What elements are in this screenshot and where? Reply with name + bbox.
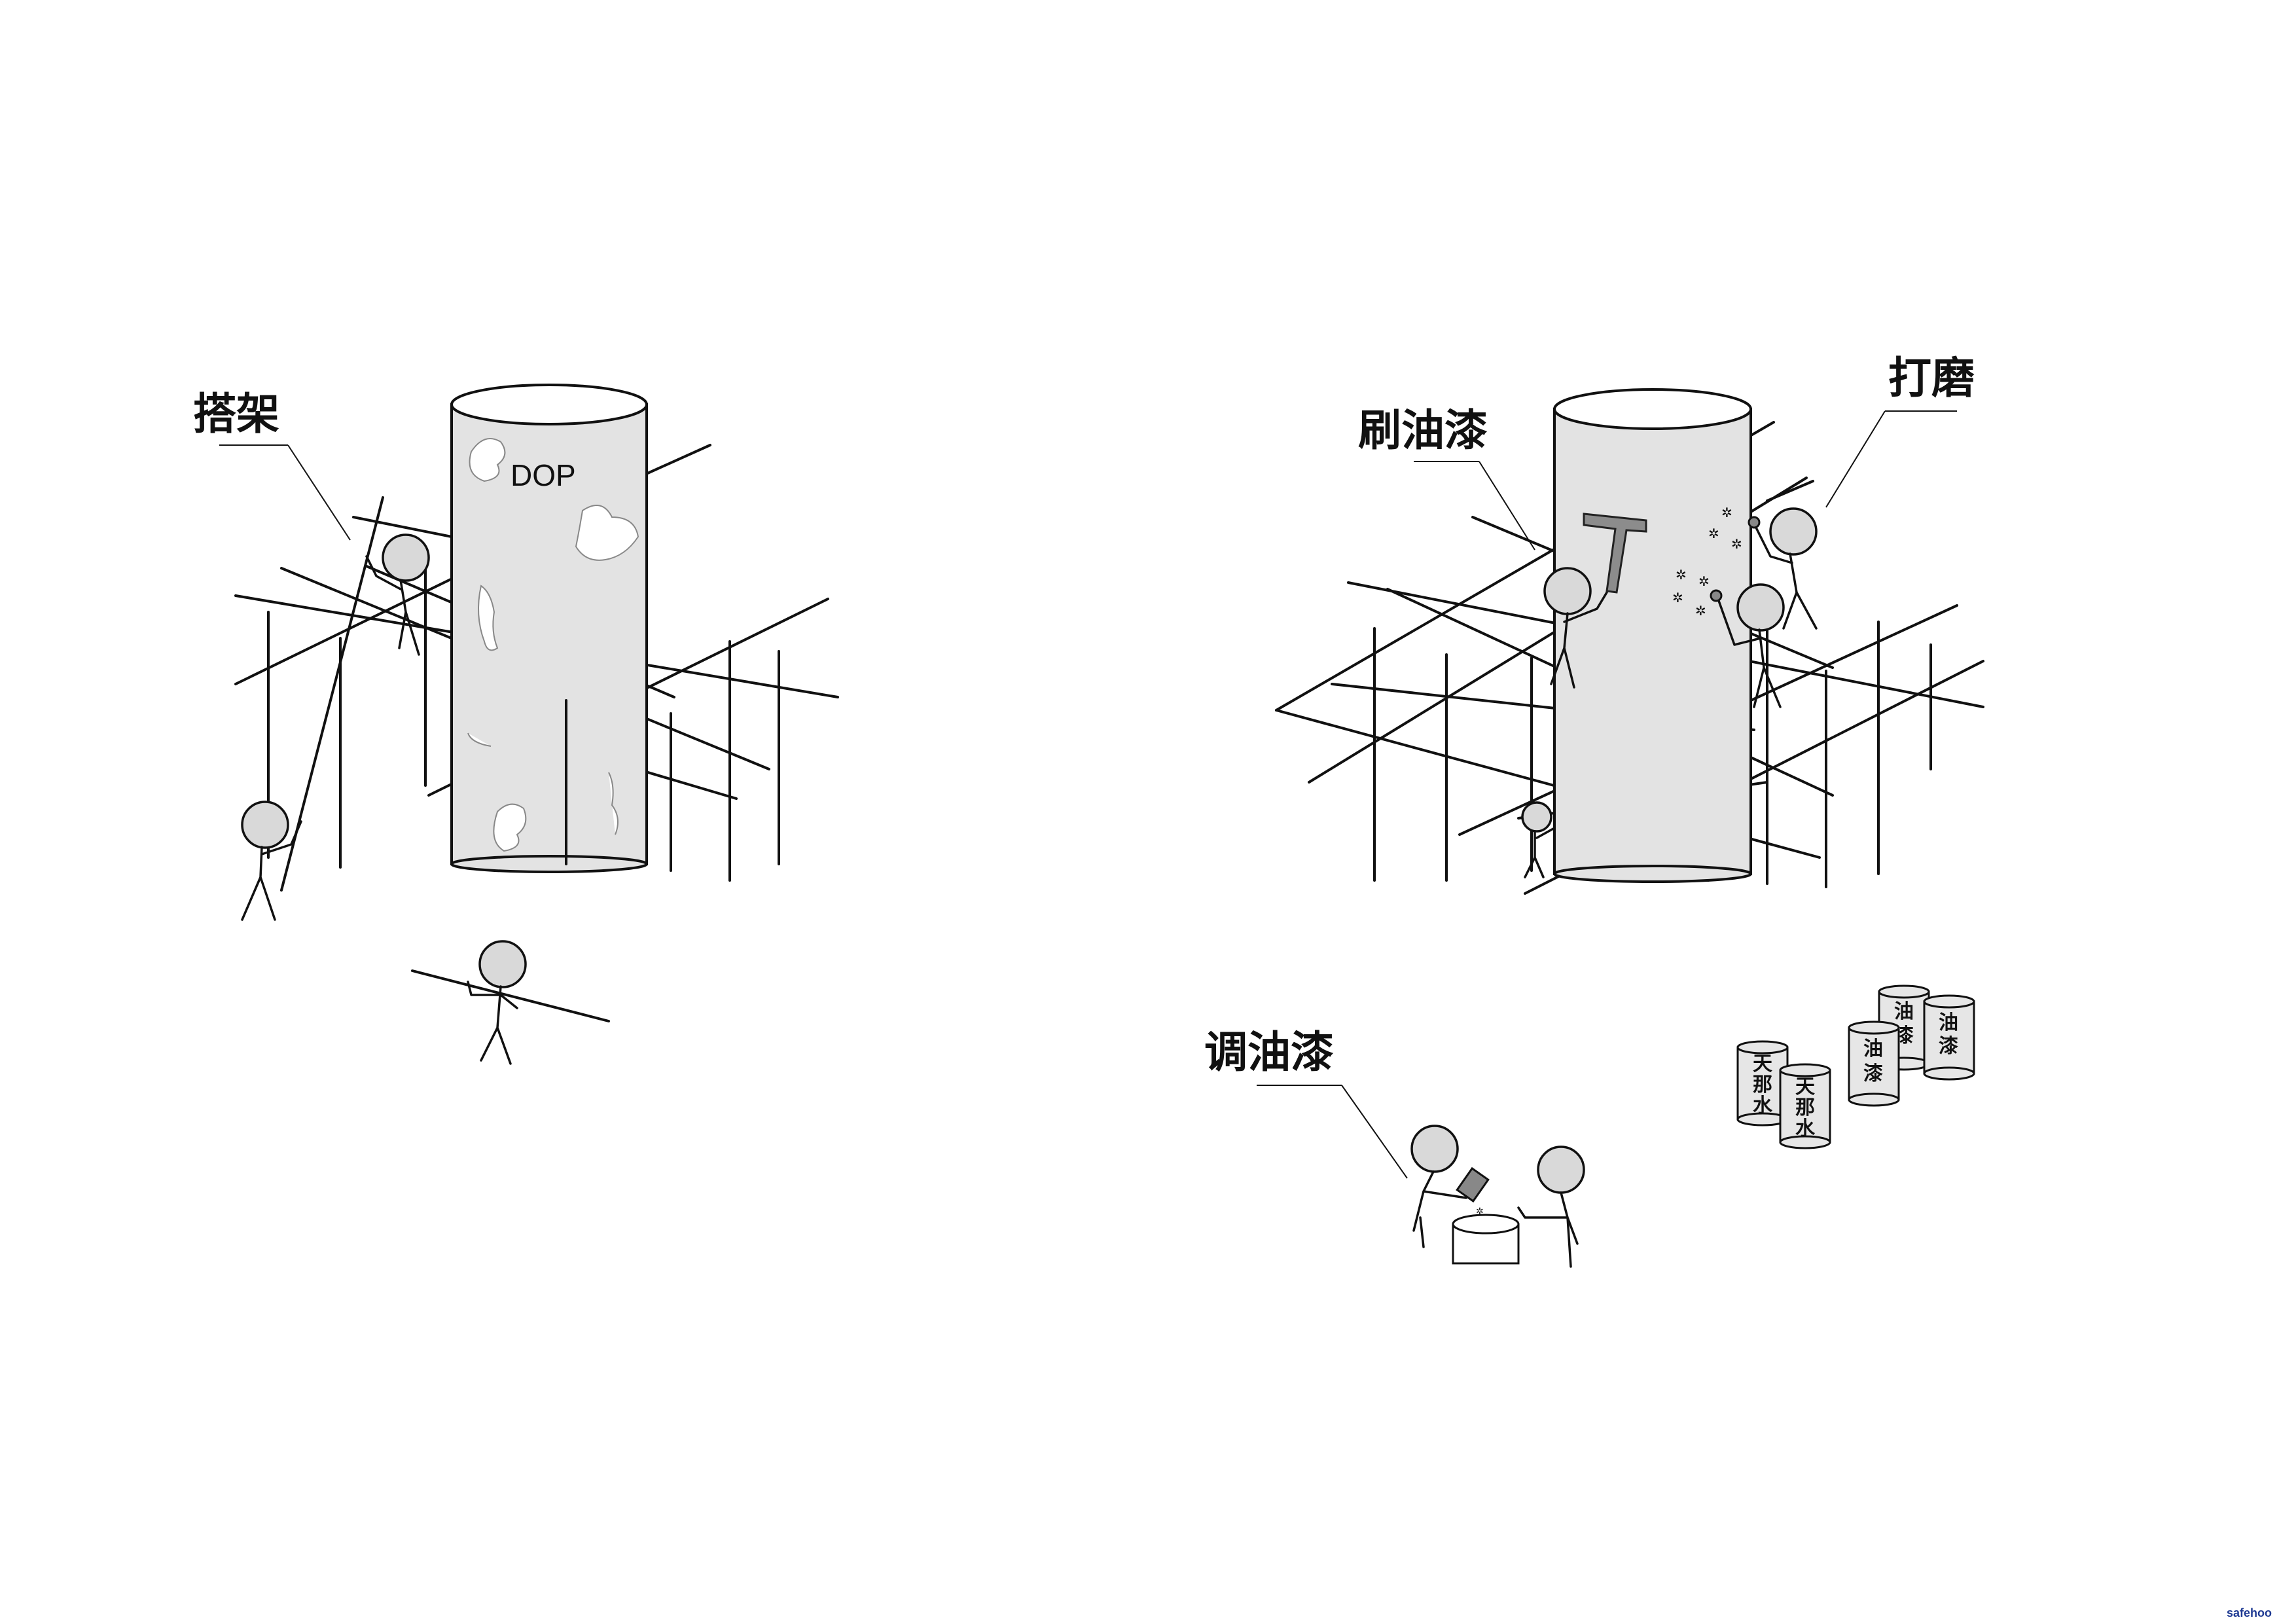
watermark: safehoo — [2227, 1606, 2272, 1619]
svg-text:天: 天 — [1795, 1075, 1815, 1098]
svg-text:✲: ✲ — [1676, 568, 1687, 583]
svg-text:✲: ✲ — [1708, 527, 1719, 541]
watermark-text: safehoo — [2227, 1606, 2272, 1619]
svg-text:油: 油 — [1894, 1000, 1914, 1023]
svg-text:那: 那 — [1753, 1074, 1772, 1096]
left-tank: DOP — [450, 384, 648, 873]
mix-paint-scene: 调油漆 ✲ ✲ — [1204, 1027, 1585, 1268]
scaffold-label-group: 搭架 — [193, 389, 351, 541]
svg-text:✲: ✲ — [1476, 1207, 1484, 1217]
left-worker-top — [280, 496, 430, 892]
svg-text:✲: ✲ — [1731, 537, 1742, 552]
svg-text:油: 油 — [1939, 1011, 1958, 1034]
svg-text:✲: ✲ — [1698, 575, 1710, 589]
svg-text:✲: ✲ — [1695, 604, 1706, 619]
paint-cans: 油 漆 油 漆 油 漆 天 那 — [1736, 984, 1975, 1149]
sparks-icon: ✲ ✲ ✲ ✲ ✲ ✲ ✲ — [1672, 506, 1742, 619]
svg-text:天: 天 — [1753, 1053, 1772, 1075]
sanding-label: 打磨 — [1888, 353, 1975, 403]
sanding-worker-top — [1748, 507, 1818, 630]
brush-worker — [1543, 513, 1647, 689]
thinner-can-1: 天 那 水 — [1736, 1040, 1789, 1127]
svg-text:漆: 漆 — [1863, 1062, 1883, 1085]
right-tank — [1553, 388, 1752, 883]
scaffold-label: 搭架 — [193, 389, 279, 439]
svg-text:✲: ✲ — [1672, 591, 1683, 605]
sanding-worker-mid — [1710, 583, 1785, 708]
sanding-label-group: 打磨 — [1825, 353, 1975, 508]
right-scene: ✲ ✲ ✲ ✲ ✲ ✲ ✲ 刷油漆 打磨 调油漆 — [1204, 353, 1984, 1268]
brush-label-group: 刷油漆 — [1358, 405, 1535, 550]
svg-text:油: 油 — [1863, 1038, 1883, 1060]
left-worker-bottom — [241, 801, 302, 921]
svg-text:✲: ✲ — [1721, 506, 1732, 520]
paint-can-2: 油 漆 — [1923, 994, 1975, 1081]
tank-left-label: DOP — [511, 458, 576, 492]
svg-text:水: 水 — [1753, 1094, 1773, 1117]
svg-text:那: 那 — [1795, 1096, 1815, 1119]
paint-roller-icon — [1583, 513, 1647, 594]
left-scene: DOP 搭架 — [193, 384, 839, 1065]
left-worker-carry — [411, 940, 610, 1065]
svg-text:水: 水 — [1795, 1117, 1816, 1140]
mix-paint-label: 调油漆 — [1204, 1027, 1334, 1077]
paint-can-3: 油 漆 — [1848, 1020, 1900, 1107]
thinner-can-2: 天 那 水 — [1779, 1063, 1831, 1149]
svg-text:漆: 漆 — [1939, 1035, 1958, 1058]
brush-paint-label: 刷油漆 — [1358, 405, 1488, 456]
ground-worker — [1521, 801, 1556, 878]
